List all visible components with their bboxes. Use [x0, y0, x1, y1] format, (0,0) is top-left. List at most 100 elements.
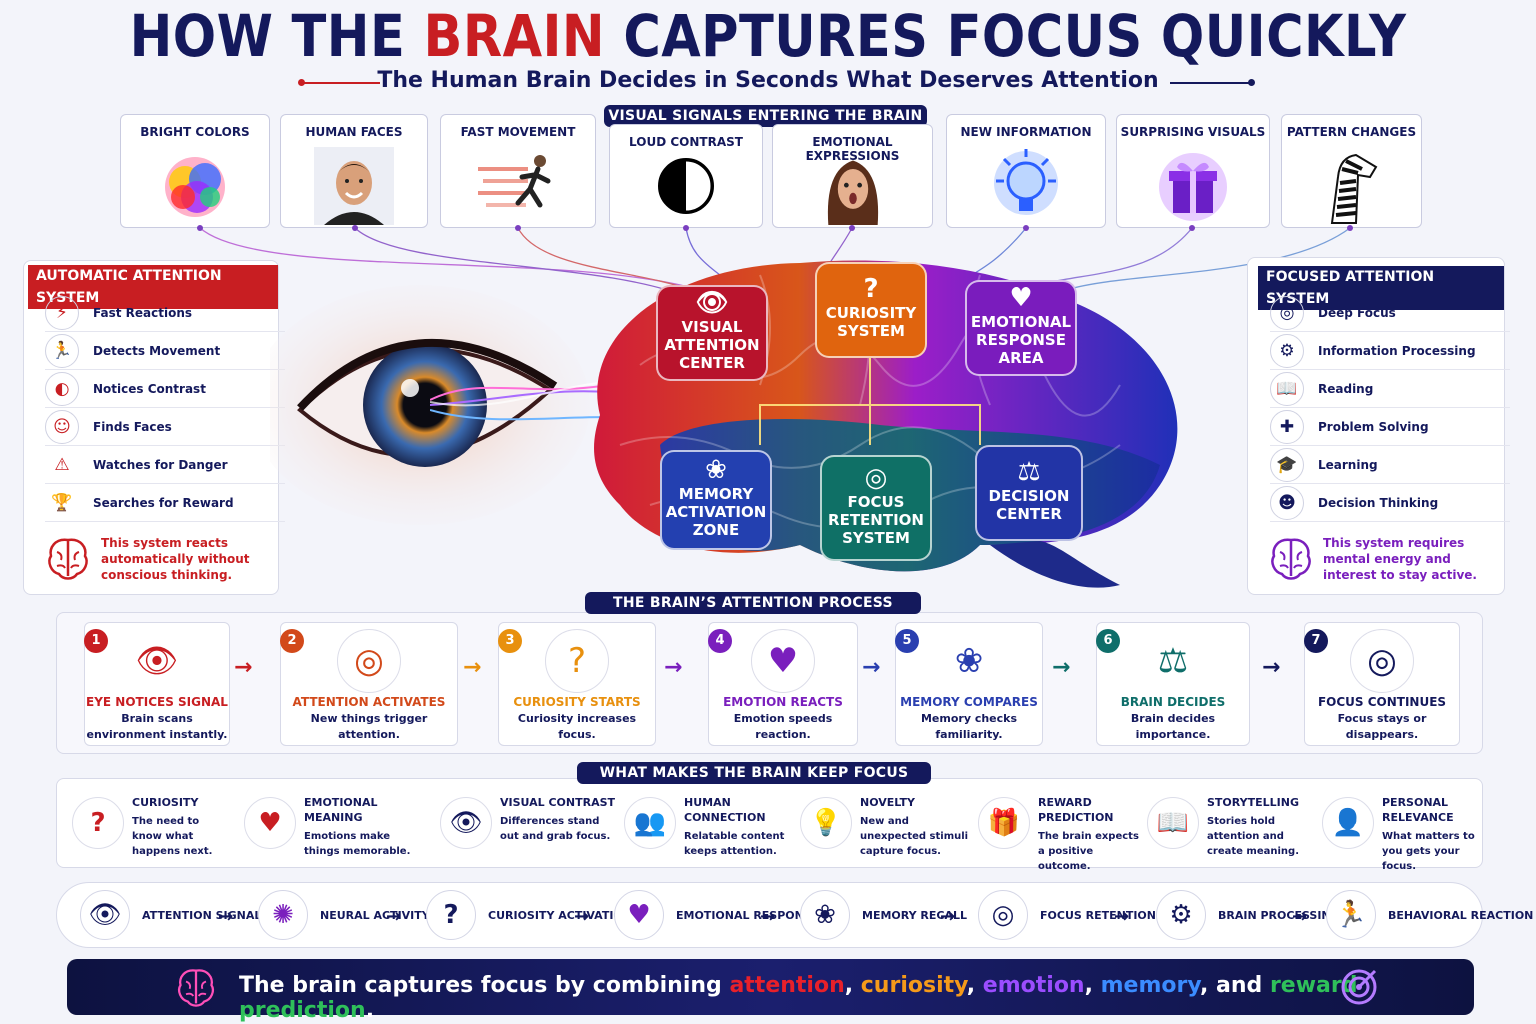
process-header: THE BRAIN’S ATTENTION PROCESS	[585, 592, 921, 614]
scales-icon: ⚖	[1157, 641, 1189, 681]
keep-title: HUMAN CONNECTION	[684, 796, 766, 824]
question-icon: ?	[72, 797, 124, 849]
process-step-3: 3 ? CURIOSITY STARTS Curiosity increases…	[498, 622, 656, 746]
step-number: 3	[498, 629, 522, 653]
focused-item-problem-solving: ✚Problem Solving	[1270, 408, 1510, 446]
keep-title: NOVELTY	[860, 796, 915, 809]
eye-icon: 👁	[135, 641, 179, 681]
region-memory-activation-zone: ❀MEMORY ACTIVATION ZONE	[660, 450, 772, 550]
step-desc: Focus stays or disappears.	[1337, 712, 1427, 741]
arrow-right-icon: →	[386, 906, 402, 927]
target-icon	[1341, 969, 1377, 1005]
focused-item-label: Information Processing	[1318, 343, 1476, 358]
question-icon: ?	[426, 890, 476, 940]
brain-icon: ❀	[705, 455, 727, 485]
eye-icon: 👁	[695, 288, 729, 318]
focused-note: This system requires mental energy and i…	[1323, 536, 1477, 582]
signal-surprising-visuals: SURPRISING VISUALS	[1116, 114, 1270, 228]
arrow-right-icon: →	[1292, 906, 1308, 927]
signal-pattern-changes: PATTERN CHANGES	[1281, 114, 1422, 228]
signal-label: HUMAN FACES	[305, 125, 403, 139]
arrow-right-icon: →	[234, 655, 253, 680]
brain-icon	[177, 969, 215, 1007]
signal-label: BRIGHT COLORS	[140, 125, 250, 139]
signal-label: EMOTIONAL EXPRESSIONS	[805, 135, 900, 163]
target-icon: ◎	[1350, 629, 1414, 693]
focused-item-label: Learning	[1318, 457, 1378, 472]
arrow-right-icon: →	[218, 906, 234, 927]
focused-item-label: Reading	[1318, 381, 1374, 396]
keep-title: STORYTELLING	[1207, 796, 1299, 809]
face-icon: ☺	[45, 409, 79, 444]
keep-desc: New and unexpected stimuli capture focus…	[860, 816, 969, 857]
flow-label: BEHAVIORAL REACTION	[1388, 908, 1534, 922]
region-label: VISUAL ATTENTION CENTER	[664, 318, 760, 372]
runner-icon	[478, 155, 551, 208]
region-label: DECISION CENTER	[988, 487, 1070, 523]
focused-item-deep-focus: ◎Deep Focus	[1270, 294, 1510, 332]
brain-icon	[48, 538, 88, 580]
flow-label: FOCUS RETENTION	[1040, 908, 1156, 922]
target-icon: ◎	[864, 463, 888, 493]
region-label: CURIOSITY SYSTEM	[825, 304, 917, 340]
signal-bright-colors: BRIGHT COLORS	[120, 114, 270, 228]
auto-item-fast-reactions: ⚡Fast Reactions	[45, 294, 285, 332]
page-title: HOW THE BRAIN CAPTURES FOCUS QUICKLY	[129, 2, 1407, 70]
auto-item-notices-contrast: ◐Notices Contrast	[45, 370, 285, 408]
brain-icon	[1271, 538, 1311, 580]
flow-label: ATTENTION SIGNALS	[142, 908, 270, 922]
runner-icon: 🏃	[45, 333, 79, 368]
keep-desc: Differences stand out and grab focus.	[500, 816, 611, 842]
step-desc: Brain scans environment instantly.	[86, 712, 228, 741]
step-title: ATTENTION ACTIVATES	[292, 695, 446, 709]
people-icon: 👥	[624, 797, 676, 849]
flow-focus-retention: ◎FOCUS RETENTION	[978, 890, 1156, 940]
auto-item-watches-danger: ⚠Watches for Danger	[45, 446, 285, 484]
signal-label: FAST MOVEMENT	[460, 125, 576, 139]
runner-icon: 🏃	[1326, 890, 1376, 940]
arrow-right-icon: →	[1262, 655, 1281, 680]
step-title: BRAIN DECIDES	[1120, 695, 1226, 709]
keep-desc: The brain expects a positive outcome.	[1038, 831, 1139, 872]
flow-curiosity-activation: ?CURIOSITY ACTIVATION	[426, 890, 632, 940]
flow-label: MEMORY RECALL	[862, 908, 968, 922]
eye-illustration	[270, 285, 590, 525]
arrow-right-icon: →	[940, 906, 956, 927]
signal-label: PATTERN CHANGES	[1286, 125, 1417, 139]
process-step-5: 5 ❀ MEMORY COMPARES Memory checks famili…	[895, 622, 1043, 746]
step-title: FOCUS CONTINUES	[1317, 695, 1447, 709]
keep-desc: Stories hold attention and create meanin…	[1207, 816, 1300, 857]
region-emotional-response-area: ♥EMOTIONAL RESPONSE AREA	[965, 280, 1077, 376]
lightbulb-icon: 💡	[800, 797, 852, 849]
brain-icon: ❀	[954, 641, 984, 681]
warning-icon: ⚠	[54, 454, 70, 475]
brain-icon: ❀	[800, 890, 850, 940]
step-desc: Emotion speeds reaction.	[733, 712, 833, 741]
trophy-icon: 🏆	[51, 492, 73, 513]
half-circle-icon	[658, 158, 714, 214]
flow-neural-activity: ✺NEURAL ACTIVITY	[258, 890, 430, 940]
process-step-1: 1 👁 EYE NOTICES SIGNAL Brain scans envir…	[84, 622, 230, 746]
eye-icon: 👁	[80, 890, 130, 940]
automatic-note: This system reacts automatically without…	[101, 536, 250, 582]
keep-title: VISUAL CONTRAST	[500, 796, 616, 809]
lightbulb-icon	[994, 149, 1058, 215]
eye-icon: 👁	[440, 797, 492, 849]
arrow-right-icon: →	[760, 906, 776, 927]
subtitle-dot-left	[298, 79, 305, 86]
focused-item-label: Problem Solving	[1318, 419, 1429, 434]
keep-focus-header: WHAT MAKES THE BRAIN KEEP FOCUS	[577, 762, 931, 784]
step-desc: Memory checks familiarity.	[920, 712, 1018, 741]
step-desc: Curiosity increases focus.	[517, 712, 637, 741]
step-number: 5	[895, 629, 919, 653]
region-curiosity-system: ?CURIOSITY SYSTEM	[815, 262, 927, 358]
focused-item-decision-thinking: ☻Decision Thinking	[1270, 484, 1510, 522]
auto-item-label: Searches for Reward	[93, 495, 234, 510]
region-label: FOCUS RETENTION SYSTEM	[828, 493, 924, 547]
region-label: EMOTIONAL RESPONSE AREA	[970, 313, 1072, 367]
signals-header: VISUAL SIGNALS ENTERING THE BRAIN	[604, 105, 927, 127]
step-desc: New things trigger attention.	[310, 712, 428, 741]
